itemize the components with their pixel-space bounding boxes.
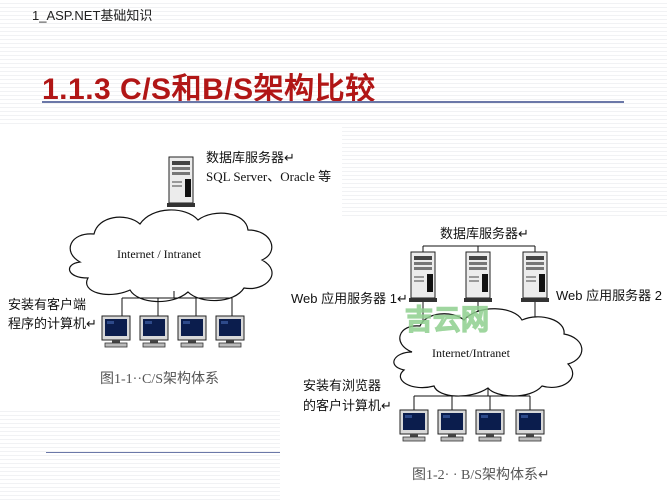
bs-network-label: Internet/Intranet xyxy=(432,346,511,360)
watermark-text: 吉云网 xyxy=(405,303,489,336)
bs-web-server-2-icon xyxy=(520,251,550,303)
bs-clients-label-line2: 的客户计算机↵ xyxy=(303,398,392,413)
cs-client-computer-3 xyxy=(177,315,207,348)
cs-network-cloud xyxy=(69,209,273,303)
bs-client-computer-4 xyxy=(515,409,545,442)
bs-web-server-2-label: Web 应用服务器 2 xyxy=(556,288,662,303)
slide-title: 1.1.3 C/S和B/S架构比较 xyxy=(42,73,376,106)
cs-clients-label-line1: 安装有客户端 xyxy=(8,297,86,312)
cs-client-computer-4 xyxy=(215,315,245,348)
bs-diagram-caption: 图1-2· · B/S架构体系↵ xyxy=(412,467,550,483)
bs-client-computer-1 xyxy=(399,409,429,442)
bottom-divider xyxy=(46,452,280,453)
title-divider xyxy=(42,101,624,103)
bs-web-server-1-label: Web 应用服务器 1↵ xyxy=(291,291,408,306)
cs-client-links xyxy=(121,291,233,316)
cs-clients-label-line2: 程序的计算机↵ xyxy=(8,316,97,331)
cs-client-computer-2 xyxy=(139,315,169,348)
bs-web-server-1-icon xyxy=(408,251,438,303)
bs-client-links xyxy=(413,389,531,410)
bs-clients-label-line1: 安装有浏览器 xyxy=(303,378,381,393)
cs-db-server-products: SQL Server、Oracle 等 xyxy=(206,169,331,184)
header-label: 1_ASP.NET基础知识 xyxy=(32,8,153,23)
cs-db-server-title: 数据库服务器↵ xyxy=(206,150,295,165)
cs-diagram-caption: 图1-1··C/S架构体系 xyxy=(100,371,219,387)
cs-client-computer-1 xyxy=(101,315,131,348)
bs-db-server-title: 数据库服务器↵ xyxy=(440,226,529,241)
cs-network-label: Internet / Intranet xyxy=(117,247,202,261)
bs-network-cloud xyxy=(393,308,583,397)
bs-db-server-icon xyxy=(463,251,493,303)
cs-db-server-icon xyxy=(166,156,196,208)
bs-client-computer-3 xyxy=(475,409,505,442)
bs-client-computer-2 xyxy=(437,409,467,442)
